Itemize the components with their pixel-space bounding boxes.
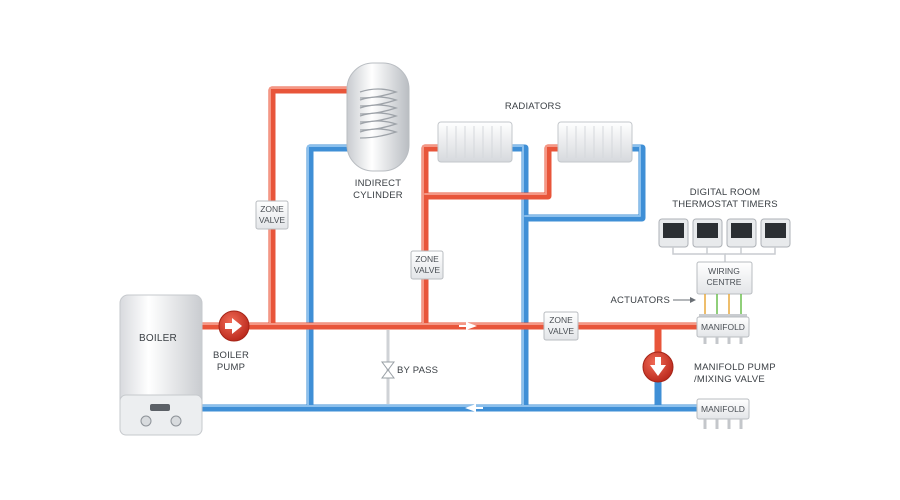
radiator-2 [557,121,633,163]
radiators-label: RADIATORS [505,101,561,112]
actuators-label: ACTUATORS [610,295,670,306]
flow-direction-arrows [459,322,483,412]
thermostat-label-line2: THERMOSTAT TIMERS [672,199,778,210]
boiler-knob-icon[interactable] [140,415,152,427]
boiler-display [150,404,170,411]
return-arrow-icon [465,404,476,412]
thermostat-screen-icon [765,223,786,238]
boiler-knob-icon[interactable] [170,415,182,427]
wiring-centre-label-line2: CENTRE [707,277,742,287]
cylinder-label-line2: CYLINDER [353,190,403,201]
return-cylinder-pipe [306,144,354,412]
cylinder-label-line1: INDIRECT [355,178,401,189]
boiler-pump-label-line2: PUMP [217,362,245,373]
bypass-label: BY PASS [397,365,438,376]
flow-arrow-icon [466,322,477,330]
zone-valve-underfloor[interactable]: ZONE VALVE [543,311,579,341]
flow-radiator-2-pipe [421,144,564,200]
actuator-wires [704,294,742,314]
zone-valve-radiators[interactable]: ZONE VALVE [410,250,444,280]
flow-radiator-1-pipe [421,144,444,330]
thermostat-screen-icon [731,223,752,238]
thermostat-2[interactable] [692,218,723,248]
cylinder-coil-icon [359,88,399,139]
manifold-bottom-label: MANIFOLD [701,404,745,414]
manifold-flow[interactable]: MANIFOLD [696,314,750,344]
zone-valve-2-label-line2: VALVE [414,265,440,275]
thermostat-3[interactable] [726,218,757,248]
return-radiator-2-pipe [521,144,646,222]
zone-valve-2-label-line1: ZONE [415,254,439,264]
return-radiator-1-pipe [506,144,529,412]
flow-cylinder-pipe [268,86,354,330]
bypass: BY PASS [381,330,438,404]
zone-valve-1-label-line1: ZONE [260,204,284,214]
thermostat-screen-icon [697,223,718,238]
thermostat-4[interactable] [760,218,791,248]
manifold-top-label: MANIFOLD [701,322,745,332]
zone-valve-cylinder[interactable]: ZONE VALVE [255,200,289,230]
radiators: RADIATORS [437,101,633,163]
return-pipes [191,144,704,412]
boiler: BOILER [119,294,203,436]
zone-valve-1-label-line2: VALVE [259,215,285,225]
pump-arrow-down-icon [650,365,666,376]
zone-valve-3-label-line2: VALVE [548,326,574,336]
boiler-pump-label-line1: BOILER [213,350,249,361]
indirect-cylinder: INDIRECT CYLINDER [346,62,410,201]
thermostat-timers: DIGITAL ROOM THERMOSTAT TIMERS [658,187,791,248]
boiler-pump: BOILER PUMP [213,310,250,373]
manifold-return[interactable]: MANIFOLD [696,398,750,429]
actuators-callout: ACTUATORS [610,295,696,306]
thermostat-label-line1: DIGITAL ROOM [690,187,761,198]
thermostat-wiring [672,247,776,262]
bypass-valve-icon [381,361,395,371]
manifold-pump: MANIFOLD PUMP /MIXING VALVE [642,351,776,385]
zone-valve-3-label-line1: ZONE [549,315,573,325]
thermostat-screen-icon [663,223,684,238]
arrow-right-icon [690,297,696,303]
wiring-centre-label-line1: WIRING [708,266,740,276]
thermostat-1[interactable] [658,218,689,248]
pump-arrow-right-icon [232,318,242,334]
boiler-label: BOILER [139,333,177,344]
wiring-centre[interactable]: WIRING CENTRE [696,261,753,295]
manifold-pump-label-line1: MANIFOLD PUMP [694,362,776,373]
radiator-1 [437,121,513,163]
manifold-pump-label-line2: /MIXING VALVE [694,374,765,385]
